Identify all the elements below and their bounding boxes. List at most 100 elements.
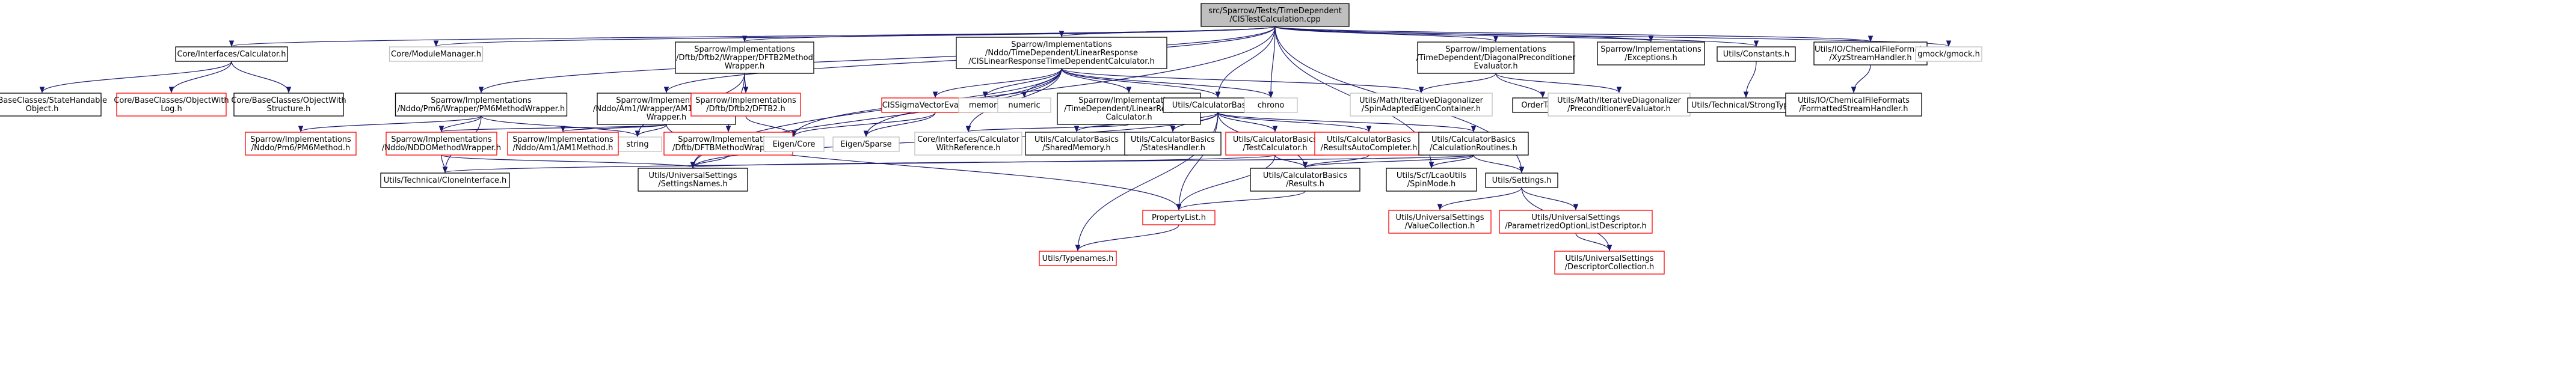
node-label: Evaluator.h bbox=[1474, 62, 1517, 71]
node-label: /Nddo/Am1/AM1Method.h bbox=[513, 144, 613, 153]
node-label: /TimeDependent/LinearResponse bbox=[1064, 105, 1194, 114]
edge-calc-routines-to-settings bbox=[1473, 154, 1525, 174]
edge-calc-basics-to-results-auto-completer bbox=[1217, 112, 1372, 133]
node-diag-precond-evaluator[interactable]: Sparrow/Implementations/TimeDependent/Di… bbox=[1416, 41, 1576, 74]
node-label: Sparrow/Implementations bbox=[695, 96, 796, 105]
edge-cis-linear-response-to-memory bbox=[982, 68, 1062, 99]
node-results[interactable]: Utils/CalculatorBasics/Results.h bbox=[1250, 168, 1360, 192]
node-label: /FormattedStreamHandler.h bbox=[1800, 105, 1908, 114]
node-label: /CISLinearResponseTimeDependentCalculato… bbox=[968, 57, 1154, 66]
node-settings[interactable]: Utils/Settings.h bbox=[1485, 172, 1558, 188]
node-box bbox=[1417, 41, 1575, 74]
node-label: Utils/UniversalSettings bbox=[1565, 254, 1653, 263]
node-box bbox=[1597, 41, 1705, 66]
node-spin-mode[interactable]: Utils/Scf/LcaoUtils/SpinMode.h bbox=[1386, 168, 1477, 192]
node-constants[interactable]: Utils/Constants.h bbox=[1717, 46, 1796, 62]
node-box bbox=[1548, 93, 1691, 117]
node-label: Log.h bbox=[161, 105, 182, 114]
node-label: /Nddo/TimeDependent/LinearResponse bbox=[985, 49, 1138, 58]
edge-diag-precond-evaluator-to-spin-adapted bbox=[1418, 73, 1496, 94]
node-label: Core/Interfaces/Calculator bbox=[917, 135, 1019, 144]
edge-nddo-wrapper-to-settings-names bbox=[441, 154, 695, 169]
node-label: Sparrow/Implementations bbox=[694, 45, 795, 54]
node-box bbox=[507, 132, 619, 156]
node-box bbox=[690, 93, 801, 117]
node-calc-routines[interactable]: Utils/CalculatorBasics/CalculationRoutin… bbox=[1418, 132, 1529, 156]
node-pm6-wrapper[interactable]: Sparrow/Implementations/Nddo/Pm6/Wrapper… bbox=[395, 93, 568, 117]
node-label: Sparrow/Implementations bbox=[1078, 96, 1179, 105]
edge-test-calculator-to-property-list bbox=[1176, 154, 1276, 211]
node-label: Sparrow/Implementations bbox=[391, 135, 492, 144]
edge-cis-linear-response-to-lr-calc bbox=[1061, 68, 1132, 94]
node-xyz-stream-handler[interactable]: Utils/IO/ChemicalFileFormats/XyzStreamHa… bbox=[1813, 41, 1928, 66]
node-label: Structure.h bbox=[267, 105, 311, 114]
node-label: src/Sparrow/Tests/TimeDependent bbox=[1208, 7, 1342, 16]
node-label: /TimeDependent/DiagonalPreconditioner bbox=[1416, 53, 1576, 62]
node-box bbox=[832, 136, 900, 152]
node-strong-type[interactable]: Utils/Technical/StrongType.h bbox=[1687, 97, 1805, 113]
node-box bbox=[233, 93, 344, 117]
node-label: Utils/CalculatorBasics bbox=[1131, 135, 1215, 144]
edge-calc-routines-to-settings-names bbox=[690, 154, 1474, 169]
node-box bbox=[1386, 168, 1477, 192]
edge-lr-calc-to-calc-with-ref bbox=[966, 124, 1130, 133]
node-box bbox=[914, 132, 1022, 156]
node-label: Core/Interfaces/Calculator.h bbox=[177, 50, 286, 59]
node-label: Utils/CalculatorBasics bbox=[1327, 135, 1411, 144]
node-label: Core/BaseClasses/ObjectWith bbox=[231, 96, 346, 105]
edge-test-calculator-to-clone-interface bbox=[443, 154, 1276, 174]
edge-pm6-wrapper-to-pm6-method bbox=[298, 115, 482, 133]
node-label: PropertyList.h bbox=[1152, 213, 1206, 222]
node-cis-linear-response[interactable]: Sparrow/Implementations/Nddo/TimeDepende… bbox=[956, 37, 1167, 69]
node-box bbox=[1025, 132, 1128, 156]
node-box bbox=[1915, 46, 1982, 62]
node-settings-names[interactable]: Utils/UniversalSettings/SettingsNames.h bbox=[638, 168, 748, 192]
edge-cis-linear-response-to-calc-basics bbox=[1061, 68, 1221, 99]
node-calculator[interactable]: Core/Interfaces/Calculator.h bbox=[175, 46, 288, 62]
node-label: /Dftb/Dftb2/DFTB2.h bbox=[706, 105, 785, 114]
node-label: Utils/Technical/CloneInterface.h bbox=[384, 176, 507, 185]
node-label: /Nddo/Pm6/Wrapper/PM6MethodWrapper.h bbox=[398, 105, 565, 114]
node-clone-interface[interactable]: Utils/Technical/CloneInterface.h bbox=[380, 172, 510, 188]
node-formatted-stream[interactable]: Utils/IO/ChemicalFileFormats/FormattedSt… bbox=[1785, 93, 1922, 117]
node-box bbox=[1225, 132, 1325, 156]
edge-cis-linear-response-to-cis-sigma bbox=[932, 68, 1062, 99]
node-label: Sparrow/Implementations bbox=[431, 96, 532, 105]
node-box bbox=[1418, 132, 1529, 156]
node-pm6-method: Sparrow/Implementations/Nddo/Pm6/PM6Meth… bbox=[245, 132, 357, 156]
node-box bbox=[1250, 168, 1360, 192]
node-label: Sparrow/Implementations bbox=[1600, 45, 1701, 54]
edge-root-to-xyz-stream-handler bbox=[1274, 26, 1873, 43]
edge-results-to-property-list bbox=[1176, 191, 1306, 211]
node-dftb2-wrapper[interactable]: Sparrow/Implementations/Dftb/Dftb2/Wrapp… bbox=[675, 41, 814, 74]
node-eigen-core: Eigen/Core bbox=[763, 136, 825, 152]
root-file-node: src/Sparrow/Tests/TimeDependent/CISTestC… bbox=[1200, 3, 1350, 27]
node-label: /Nddo/NDDOMethodWrapper.h bbox=[382, 144, 501, 153]
node-param-option-list: Utils/UniversalSettings/ParametrizedOpti… bbox=[1499, 210, 1653, 234]
node-label: Utils/CalculatorBasics bbox=[1034, 135, 1119, 144]
node-label: /ValueCollection.h bbox=[1405, 222, 1475, 231]
node-states-handler[interactable]: Utils/CalculatorBasics/StatesHandler.h bbox=[1124, 132, 1222, 156]
node-label: Utils/Typenames.h bbox=[1042, 254, 1114, 263]
edge-constants-to-strong-type bbox=[1743, 61, 1757, 99]
node-label: WithReference.h bbox=[936, 144, 1000, 153]
node-chrono: chrono bbox=[1244, 97, 1298, 113]
node-exceptions[interactable]: Sparrow/Implementations/Exceptions.h bbox=[1597, 41, 1705, 66]
edge-calc-routines-to-spin-mode bbox=[1428, 154, 1474, 169]
node-label: /Exceptions.h bbox=[1625, 53, 1677, 62]
edge-settings-to-param-option-list bbox=[1521, 187, 1579, 211]
edge-cis-linear-response-to-numeric bbox=[1021, 68, 1062, 99]
node-box bbox=[1554, 251, 1665, 275]
node-label: Utils/UniversalSettings bbox=[648, 171, 737, 180]
edge-diag-precond-evaluator-to-order-tag bbox=[1495, 73, 1546, 99]
node-label: /SpinMode.h bbox=[1407, 180, 1456, 189]
node-shared-memory[interactable]: Utils/CalculatorBasics/SharedMemory.h bbox=[1025, 132, 1128, 156]
node-box bbox=[395, 93, 568, 117]
edge-calc-basics-to-calc-routines bbox=[1217, 112, 1477, 133]
edge-am1-wrapper-to-nddo-wrapper bbox=[439, 124, 667, 133]
node-label: Utils/Math/IterativeDiagonalizer bbox=[1359, 96, 1484, 105]
node-module-manager: Core/ModuleManager.h bbox=[389, 46, 484, 62]
